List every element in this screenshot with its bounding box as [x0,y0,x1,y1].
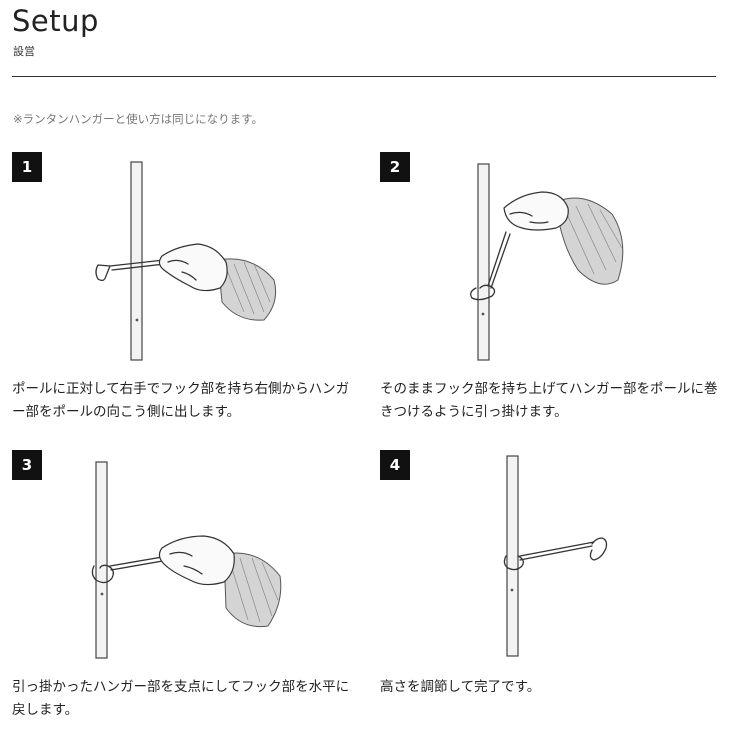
step-3: 3 引っ掛かったハンガー部を支点にしてフック部を水平に戻します。 [12,450,352,750]
step-4-illustration [503,455,608,657]
usage-note: ※ランタンハンガーと使い方は同じになります。 [13,112,263,126]
step-4: 4 高さを調節して完了です。 [380,450,720,750]
step-1-illustration [95,161,277,361]
step-3-illustration [91,461,282,659]
step-description: 高さを調節して完了です。 [380,679,541,695]
step-number-badge: 3 [12,450,42,480]
step-1: 1 ポールに正対して右手でフック部を持ち右側からハンガー部をポールの向こう側に出… [12,152,352,452]
page-subtitle: 設営 [13,45,35,58]
step-description: 引っ掛かったハンガー部を支点にしてフック部を水平に戻します。 [12,679,350,718]
step-number-badge: 1 [12,152,42,182]
step-description: ポールに正対して右手でフック部を持ち右側からハンガー部をポールの向こう側に出しま… [12,381,350,420]
step-number-badge: 2 [380,152,410,182]
step-2-illustration [470,163,624,361]
step-number-badge: 4 [380,450,410,480]
page-title: Setup [12,4,99,38]
divider [12,76,716,77]
step-2: 2 そのままフック部を持ち上げてハンガー部をポールに巻きつけるように引っ掛けます… [380,152,720,452]
step-description: そのままフック部を持ち上げてハンガー部をポールに巻きつけるように引っ掛けます。 [380,381,718,420]
